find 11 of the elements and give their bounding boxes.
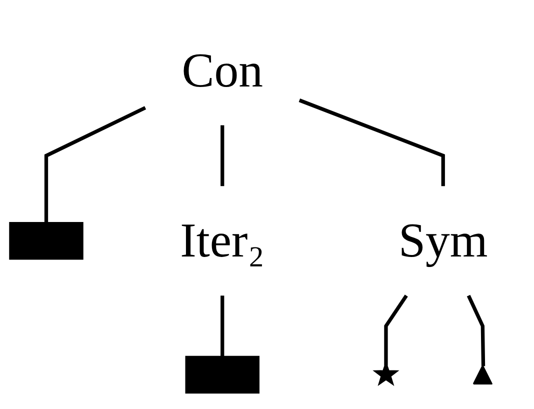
node-text: Sym [398,213,488,268]
connector [44,106,146,223]
node-text: Iter₂ [180,213,265,268]
node-text: Con [182,42,263,98]
node-square [9,222,84,260]
connector [298,98,445,186]
connector [220,296,224,357]
connector [384,294,408,366]
connector [466,295,486,366]
node-square [185,356,260,394]
connector [220,125,224,186]
